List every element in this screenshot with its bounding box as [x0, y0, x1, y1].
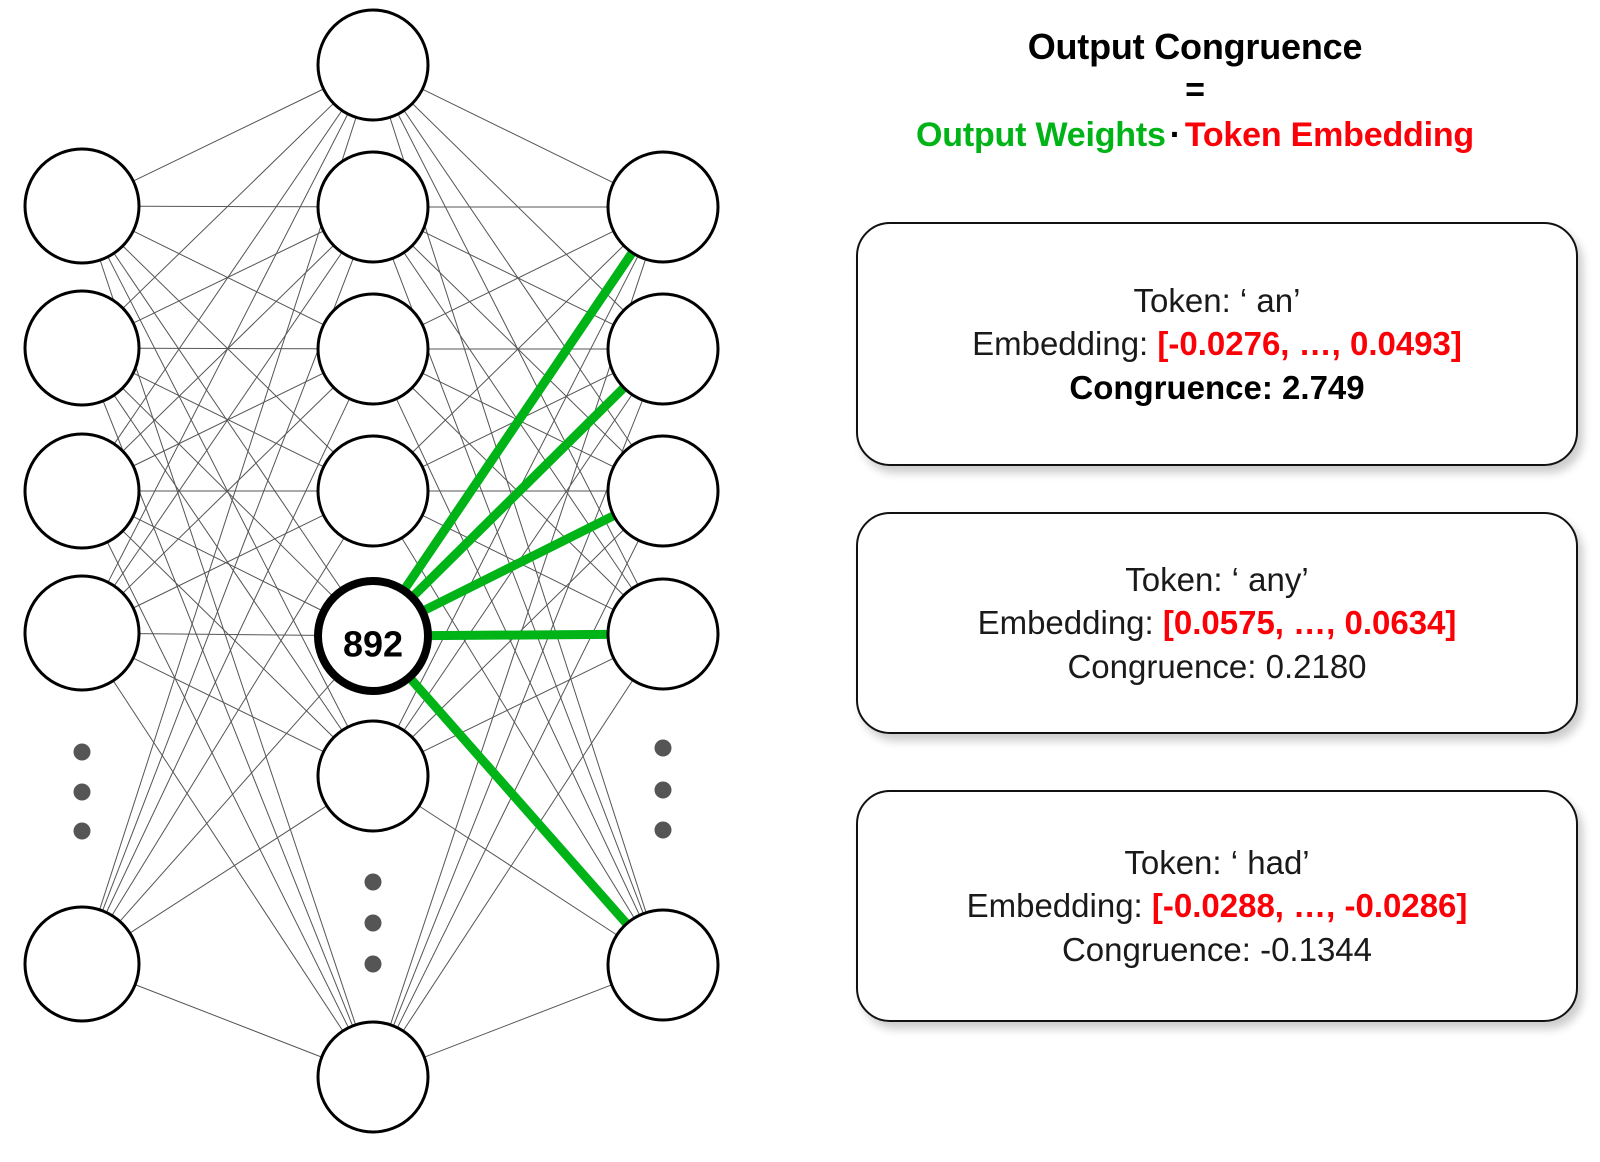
highlighted-node-label: 892 — [343, 624, 403, 665]
card-embedding-line: Embedding: [0.0575, …, 0.0634] — [978, 601, 1457, 645]
embedding-value: [-0.0276, …, 0.0493] — [1157, 325, 1462, 363]
edges-hidden-to-output — [389, 88, 647, 1058]
output-layer-ellipsis-dot — [654, 739, 672, 757]
card-embedding-line: Embedding: [-0.0288, …, -0.0286] — [967, 884, 1468, 928]
formula-product: Output Weights·Token Embedding — [790, 115, 1600, 155]
hidden-node — [316, 434, 430, 548]
card-congruence-line: Congruence: 2.749 — [1069, 366, 1364, 410]
token-value: ‘ had’ — [1230, 843, 1310, 881]
embedding-label: Embedding: — [966, 887, 1143, 925]
card-token-line: Token: ‘ any’ — [1125, 558, 1308, 602]
output-layer-ellipsis-dot — [654, 781, 672, 799]
card-congruence-line: Congruence: -0.1344 — [1062, 928, 1372, 972]
token-card: Token: ‘ any’ Embedding: [0.0575, …, 0.0… — [856, 512, 1578, 734]
output-node — [606, 434, 720, 548]
input-node — [23, 574, 141, 692]
hidden-layer-ellipsis-dot — [364, 914, 382, 932]
token-card: Token: ‘ an’ Embedding: [-0.0276, …, 0.0… — [856, 222, 1578, 466]
hidden-layer-ellipsis-dot — [364, 955, 382, 973]
output-layer-ellipsis-dot — [654, 821, 672, 839]
input-layer-ellipsis-dot — [73, 743, 91, 761]
ellipsis-dots — [73, 739, 672, 973]
congruence-label: Congruence: — [1061, 930, 1251, 968]
neural-network-svg: 892 — [23, 8, 720, 1134]
input-layer-ellipsis-dot — [73, 783, 91, 801]
token-card: Token: ‘ had’ Embedding: [-0.0288, …, -0… — [856, 790, 1578, 1022]
congruence-label: Congruence: — [1069, 368, 1273, 406]
hidden-node — [316, 150, 430, 264]
input-node — [23, 289, 141, 407]
formula-title: Output Congruence — [1027, 26, 1363, 67]
embedding-value: [0.0575, …, 0.0634] — [1162, 604, 1457, 642]
congruence-value: 0.2180 — [1265, 647, 1367, 685]
network-nodes — [23, 8, 720, 1134]
output-node — [606, 577, 720, 691]
congruence-value: -0.1344 — [1260, 930, 1373, 968]
hidden-node — [316, 1020, 430, 1134]
card-token-line: Token: ‘ an’ — [1134, 279, 1301, 323]
congruence-value: 2.749 — [1282, 368, 1365, 406]
highlighted-output-weight-edges — [399, 248, 637, 929]
token-value: ‘ any’ — [1231, 560, 1309, 598]
formula-equals-sign: = — [1185, 71, 1205, 110]
token-value: ‘ an’ — [1239, 281, 1301, 319]
hidden-node — [316, 719, 430, 833]
embedding-label: Embedding: — [972, 325, 1149, 363]
hidden-node — [316, 8, 430, 122]
card-embedding-line: Embedding: [-0.0276, …, 0.0493] — [972, 322, 1462, 366]
input-node — [23, 147, 141, 265]
formula-dot-operator: · — [1169, 115, 1181, 154]
info-panel: Output Congruence = Output Weights·Token… — [790, 0, 1600, 1162]
token-label: Token: — [1125, 560, 1223, 598]
input-node — [23, 905, 141, 1023]
embedding-value: [-0.0288, …, -0.0286] — [1151, 887, 1468, 925]
hidden-node — [316, 292, 430, 406]
input-node — [23, 432, 141, 550]
formula-token-embedding-term: Token Embedding — [1184, 115, 1474, 154]
embedding-label: Embedding: — [977, 604, 1154, 642]
neural-network-panel: 892 — [0, 0, 790, 1162]
formula-output-weights-term: Output Weights — [916, 115, 1166, 154]
output-node — [606, 292, 720, 406]
formula-block: Output Congruence = Output Weights·Token… — [790, 26, 1600, 155]
congruence-label: Congruence: — [1067, 647, 1257, 685]
hidden-layer-ellipsis-dot — [364, 873, 382, 891]
card-token-line: Token: ‘ had’ — [1124, 841, 1309, 885]
input-layer-ellipsis-dot — [73, 822, 91, 840]
card-congruence-line: Congruence: 0.2180 — [1067, 645, 1366, 689]
edges-input-to-hidden — [99, 88, 357, 1058]
token-label: Token: — [1133, 281, 1231, 319]
token-label: Token: — [1124, 843, 1222, 881]
highlighted-hidden-node — [314, 577, 432, 695]
output-node — [606, 908, 720, 1022]
output-node — [606, 150, 720, 264]
